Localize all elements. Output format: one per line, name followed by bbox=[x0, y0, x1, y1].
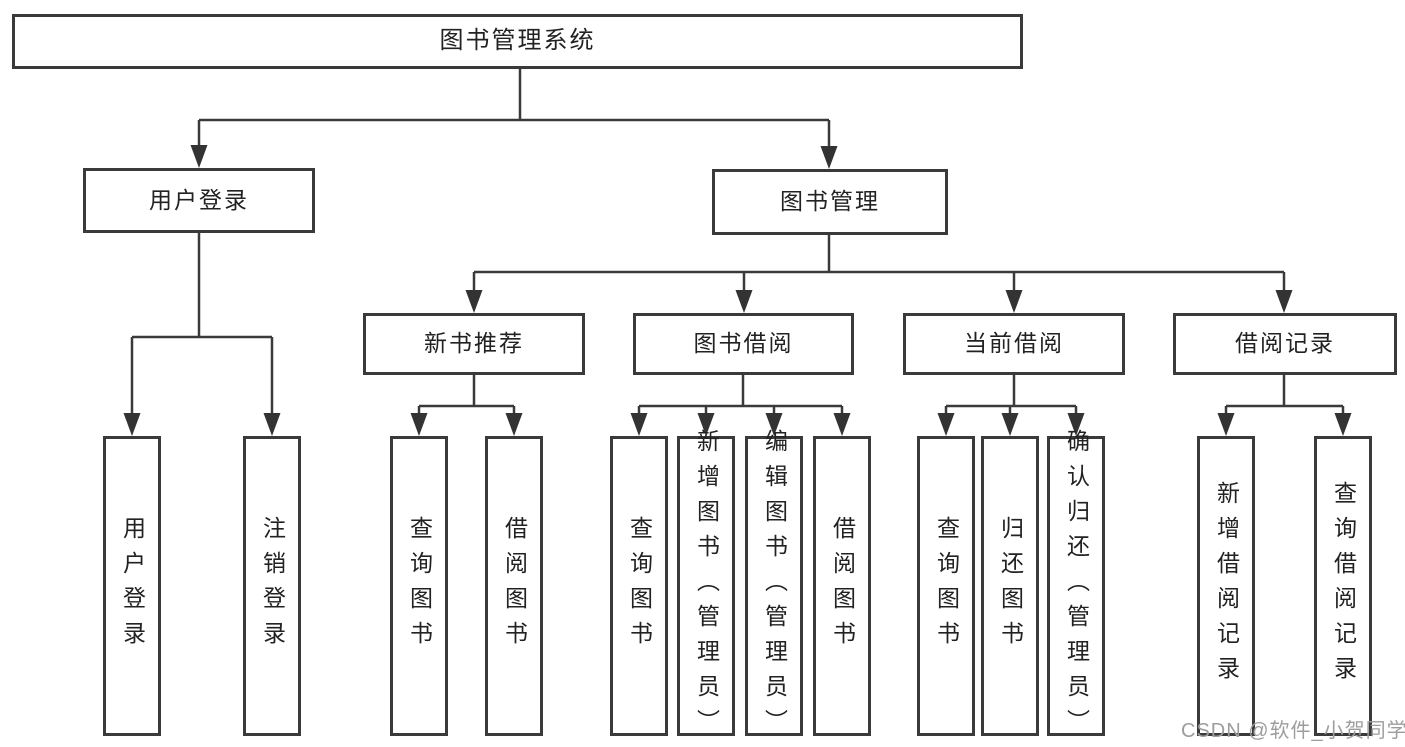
node-current-borrow: 当前借阅 bbox=[903, 313, 1125, 375]
arrowheads bbox=[123, 145, 1352, 436]
node-leaf-borrow-book-label: 借阅图书 bbox=[829, 516, 856, 656]
node-borrow-records: 借阅记录 bbox=[1173, 313, 1397, 375]
node-book-borrow: 图书借阅 bbox=[633, 313, 854, 375]
node-leaf-logout-label: 注销登录 bbox=[259, 516, 286, 656]
node-leaf-add-book-label: 新增图书（管理员） bbox=[693, 428, 720, 744]
node-user-login-label: 用户登录 bbox=[149, 186, 249, 213]
node-user-login: 用户登录 bbox=[83, 168, 315, 233]
node-leaf-user-login-label: 用户登录 bbox=[119, 516, 146, 656]
node-book-borrow-label: 图书借阅 bbox=[693, 330, 794, 357]
node-root: 图书管理系统 bbox=[12, 14, 1023, 69]
node-leaf-user-login: 用户登录 bbox=[103, 436, 161, 736]
node-leaf-confirm-return-label: 确认归还（管理员） bbox=[1063, 428, 1090, 744]
node-leaf-query-book-borrow-label: 查询图书 bbox=[626, 516, 653, 656]
node-leaf-query-book-current-label: 查询图书 bbox=[933, 516, 960, 656]
node-leaf-logout: 注销登录 bbox=[243, 436, 301, 736]
node-leaf-query-record-label: 查询借阅记录 bbox=[1330, 481, 1357, 691]
node-leaf-borrow-book-rec: 借阅图书 bbox=[485, 436, 543, 736]
node-leaf-return-book: 归还图书 bbox=[981, 436, 1039, 736]
node-leaf-borrow-book: 借阅图书 bbox=[813, 436, 871, 736]
node-leaf-confirm-return: 确认归还（管理员） bbox=[1047, 429, 1105, 744]
node-leaf-add-record-label: 新增借阅记录 bbox=[1213, 481, 1240, 691]
node-leaf-edit-book: 编辑图书（管理员） bbox=[745, 429, 803, 744]
node-leaf-borrow-book-rec-label: 借阅图书 bbox=[501, 516, 528, 656]
csdn-watermark: CSDN @软件_小贺同学 bbox=[1181, 720, 1405, 742]
node-leaf-query-record: 查询借阅记录 bbox=[1314, 436, 1372, 736]
node-new-book-recommend-label: 新书推荐 bbox=[424, 330, 524, 357]
node-leaf-query-book-current: 查询图书 bbox=[917, 436, 975, 736]
node-leaf-add-book: 新增图书（管理员） bbox=[677, 429, 735, 744]
node-leaf-query-book-borrow: 查询图书 bbox=[610, 436, 668, 736]
node-current-borrow-label: 当前借阅 bbox=[964, 330, 1064, 357]
node-leaf-query-book-rec-label: 查询图书 bbox=[406, 516, 433, 656]
node-leaf-query-book-rec: 查询图书 bbox=[390, 436, 448, 736]
node-leaf-add-record: 新增借阅记录 bbox=[1197, 436, 1255, 736]
node-book-management: 图书管理 bbox=[712, 169, 948, 235]
node-borrow-records-label: 借阅记录 bbox=[1235, 330, 1335, 357]
node-new-book-recommend: 新书推荐 bbox=[363, 313, 585, 375]
node-book-management-label: 图书管理 bbox=[780, 188, 880, 215]
node-root-label: 图书管理系统 bbox=[439, 27, 596, 55]
node-leaf-return-book-label: 归还图书 bbox=[997, 516, 1024, 656]
node-leaf-edit-book-label: 编辑图书（管理员） bbox=[761, 428, 788, 744]
